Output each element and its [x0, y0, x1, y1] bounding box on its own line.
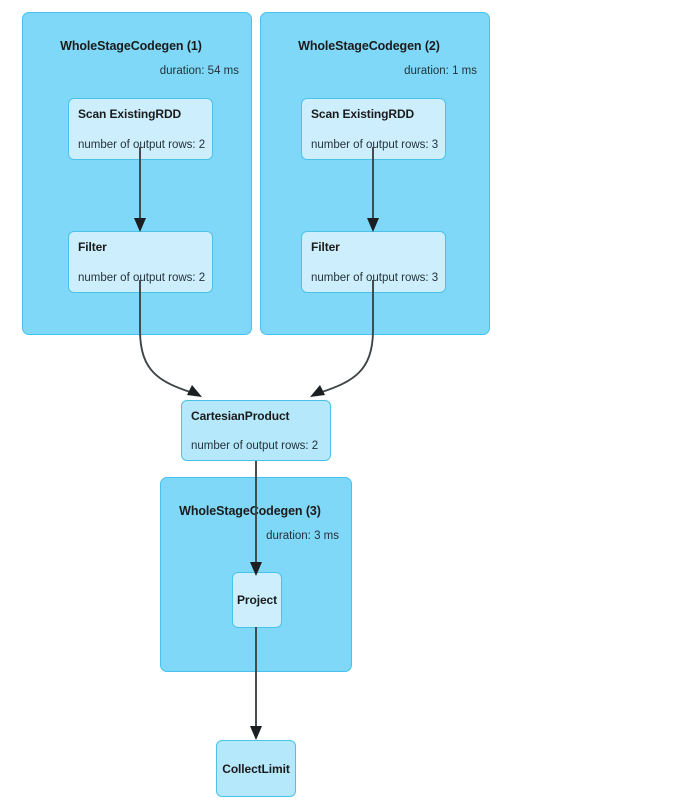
node-collect-limit[interactable]: CollectLimit	[216, 740, 296, 797]
stage-1-duration: duration: 54 ms	[159, 65, 239, 77]
node-title: Filter	[311, 240, 340, 254]
node-project[interactable]: Project	[232, 572, 282, 628]
node-title: Scan ExistingRDD	[78, 107, 182, 121]
node-metric: number of output rows: 3	[311, 139, 439, 151]
stage-3-duration: duration: 3 ms	[266, 530, 339, 542]
node-title: Scan ExistingRDD	[311, 107, 415, 121]
stage-3-title: WholeStageCodegen (3)	[179, 504, 321, 518]
node-title: CartesianProduct	[191, 409, 290, 423]
node-metric: number of output rows: 2	[78, 139, 206, 151]
node-metric: number of output rows: 3	[311, 272, 439, 284]
node-scan-existingrdd-1[interactable]: Scan ExistingRDD number of output rows: …	[68, 98, 213, 160]
stage-2-title: WholeStageCodegen (2)	[298, 39, 440, 53]
node-filter-2[interactable]: Filter number of output rows: 3	[301, 231, 446, 293]
node-metric: number of output rows: 2	[191, 440, 319, 452]
node-cartesian-product[interactable]: CartesianProduct number of output rows: …	[181, 400, 331, 461]
node-title: Project	[237, 593, 277, 607]
stage-1-title: WholeStageCodegen (1)	[60, 39, 202, 53]
stage-wholestagecodegen-1[interactable]: WholeStageCodegen (1) duration: 54 ms Sc…	[22, 12, 252, 335]
stage-wholestagecodegen-2[interactable]: WholeStageCodegen (2) duration: 1 ms Sca…	[260, 12, 490, 335]
stage-2-duration: duration: 1 ms	[404, 65, 477, 77]
node-scan-existingrdd-2[interactable]: Scan ExistingRDD number of output rows: …	[301, 98, 446, 160]
node-filter-1[interactable]: Filter number of output rows: 2	[68, 231, 213, 293]
node-title: Filter	[78, 240, 107, 254]
node-title: CollectLimit	[222, 761, 290, 776]
node-metric: number of output rows: 2	[78, 272, 206, 284]
stage-wholestagecodegen-3[interactable]: WholeStageCodegen (3) duration: 3 ms Pro…	[160, 477, 352, 672]
